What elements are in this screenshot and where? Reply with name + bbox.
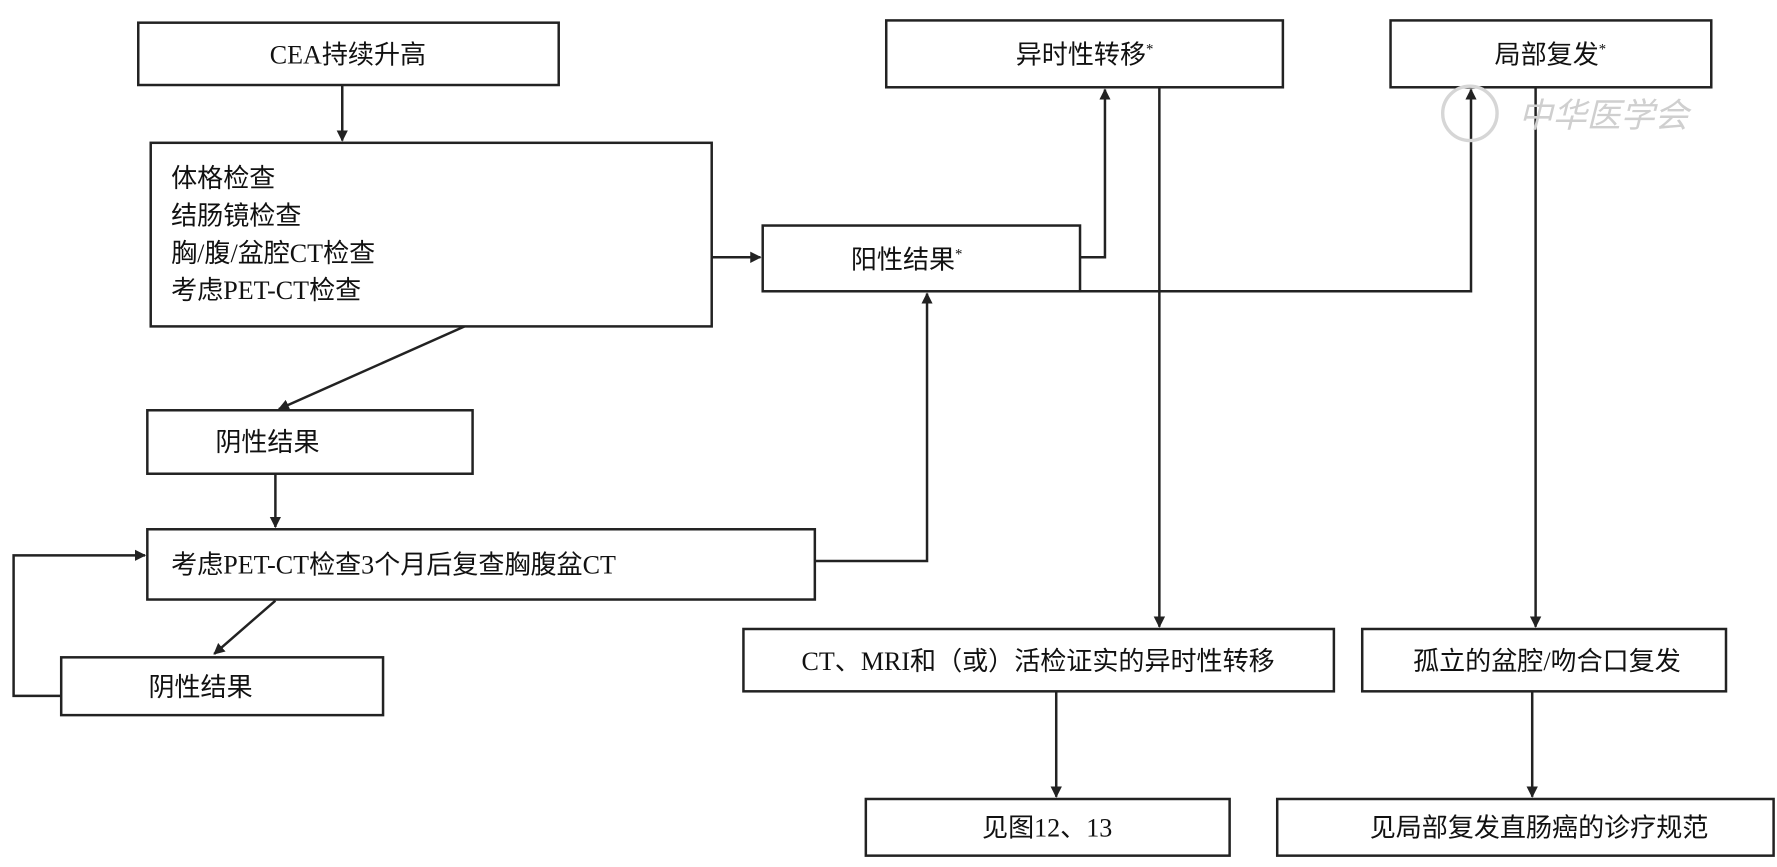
arrow-positive-to-metachronous (1080, 88, 1111, 259)
node-local-recurrence: 局部复发* (1389, 19, 1713, 89)
arrow-positive-to-local (1080, 88, 1477, 293)
node-see-guideline: 见局部复发直肠癌的诊疗规范 (1275, 797, 1775, 857)
node-label: CT、MRI和（或）活检证实的异时性转移 (801, 647, 1274, 676)
watermark-logo: 中华医学会 (1440, 84, 1693, 143)
node-negative-2: 阴性结果 (59, 656, 385, 717)
node-label: 见图12、13 (982, 813, 1112, 842)
node-metachronous: 异时性转移* (884, 19, 1285, 89)
arrow-loop-back (12, 549, 147, 698)
node-label: 阳性结果* (851, 246, 963, 275)
node-label: 见局部复发直肠癌的诊疗规范 (1370, 813, 1709, 842)
node-label: 阴性结果 (148, 673, 252, 702)
node-label: 孤立的盆腔/吻合口复发 (1413, 647, 1681, 676)
node-positive: 阳性结果* (761, 224, 1082, 293)
node-followup: 考虑PET-CT检查3个月后复查胸腹盆CT (146, 528, 817, 601)
node-label: 体格检查 (171, 164, 275, 193)
node-label: CEA持续升高 (270, 40, 426, 69)
node-label: 结肠镜检查 (171, 201, 301, 230)
node-negative-1: 阴性结果 (146, 409, 474, 475)
node-label: 异时性转移* (1016, 40, 1154, 69)
node-label: 考虑PET-CT检查 (171, 276, 361, 305)
node-label: 局部复发* (1495, 40, 1607, 69)
node-see-figures: 见图12、13 (864, 797, 1231, 857)
node-label: 胸/腹/盆腔CT检查 (171, 239, 375, 268)
node-exam: 体格检查 结肠镜检查 胸/腹/盆腔CT检查 考虑PET-CT检查 (149, 141, 713, 328)
arrow-followup-to-positive (814, 292, 933, 563)
node-label: 阴性结果 (215, 428, 319, 457)
arrow-followup-to-negative2 (213, 599, 277, 655)
arrow-exam-to-negative (277, 325, 466, 411)
node-cea: CEA持续升高 (137, 21, 560, 87)
connectors (12, 85, 1542, 798)
node-label: 考虑PET-CT检查3个月后复查胸腹盆CT (171, 550, 616, 579)
node-confirmed-metastasis: CT、MRI和（或）活检证实的异时性转移 (742, 627, 1336, 693)
watermark-seal-icon (1440, 84, 1499, 143)
node-isolated-recurrence: 孤立的盆腔/吻合口复发 (1360, 627, 1728, 693)
watermark-text: 中华医学会 (1519, 96, 1693, 136)
